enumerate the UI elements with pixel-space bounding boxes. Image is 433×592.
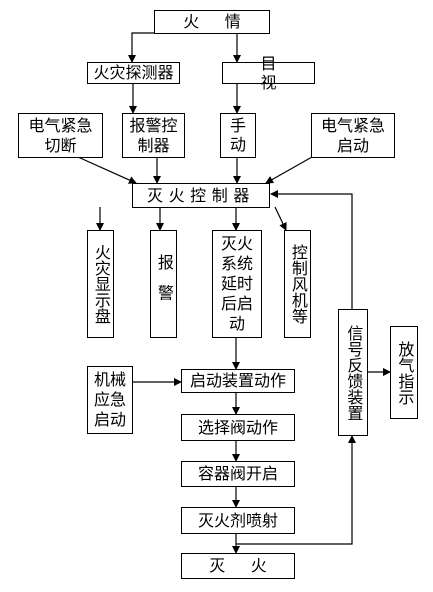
node-fire: 火情 xyxy=(154,10,270,34)
node-extinguish: 灭火 xyxy=(181,553,295,579)
edge-emergency-cut-to-controller xyxy=(77,156,137,184)
node-manual: 手动 xyxy=(220,113,256,158)
node-valve-select: 选择阀动作 xyxy=(181,414,295,441)
node-starter: 启动装置动作 xyxy=(181,369,295,393)
edge-fire-to-detector xyxy=(128,32,168,63)
edge-controller-to-fan xyxy=(274,206,287,231)
node-detector: 火灾探测器 xyxy=(87,62,180,84)
node-emergency-start: 电气紧急启动 xyxy=(311,113,395,158)
node-alarm-ctrl: 报警控制器 xyxy=(122,113,185,158)
node-fan: 控制风机等 xyxy=(284,230,311,338)
edge-feedback-to-controller xyxy=(270,190,353,309)
node-emergency-cut: 电气紧急切断 xyxy=(18,113,103,158)
node-container: 容器阀开启 xyxy=(181,461,295,487)
node-mechanical: 机械应急启动 xyxy=(87,366,133,434)
node-display: 火灾显示盘 xyxy=(87,230,114,338)
edge-emergency-start-to-controller xyxy=(265,156,313,184)
node-delay: 灭火系统延时后启动 xyxy=(212,230,262,338)
node-visual: 目视 xyxy=(222,54,315,92)
node-spray: 灭火剂喷射 xyxy=(181,507,295,534)
node-alarm: 报警 xyxy=(150,230,177,338)
node-feedback: 信号反馈装置 xyxy=(338,309,368,436)
node-controller: 灭火控制器 xyxy=(132,183,270,208)
node-discharge: 放气指示 xyxy=(390,326,418,419)
edge-spray-to-feedback xyxy=(236,435,356,545)
